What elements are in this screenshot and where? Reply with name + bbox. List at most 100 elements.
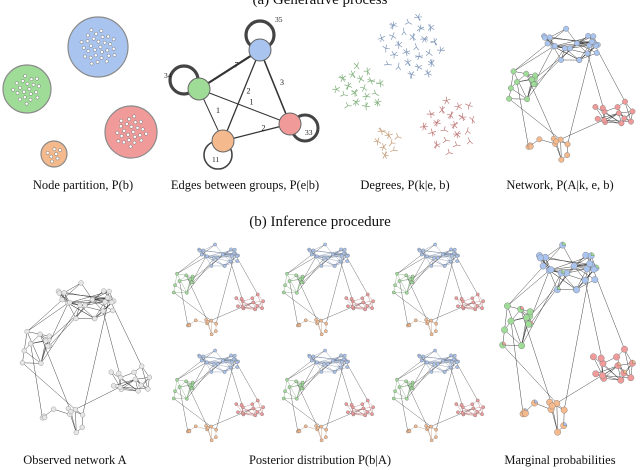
degree-stub [406, 18, 409, 23]
network-node [209, 318, 213, 323]
network-node [417, 248, 422, 253]
degree-stub [425, 50, 430, 54]
network-node [542, 34, 548, 41]
network-edge [406, 385, 411, 399]
network-node [429, 370, 434, 374]
network-edge [210, 426, 212, 441]
degree-stub [361, 105, 366, 107]
degree-stub [371, 80, 376, 83]
network-node [426, 319, 430, 324]
network-node [473, 413, 477, 418]
network-node [510, 68, 517, 75]
network-edge [324, 363, 335, 372]
degree-stub [365, 102, 369, 107]
degree-stub [340, 94, 345, 97]
network-node [454, 360, 459, 364]
network-edge [92, 299, 104, 312]
network-node [552, 43, 558, 49]
degree-stub [390, 54, 395, 56]
degree-stars-green [332, 62, 384, 111]
degree-stub [414, 43, 417, 48]
network-node [234, 402, 239, 406]
degree-stub [374, 138, 378, 142]
degree-stub [446, 98, 451, 101]
network-node [350, 411, 355, 415]
network-node [591, 276, 599, 284]
network-node [539, 262, 547, 270]
degree-stub [457, 102, 459, 107]
network-node [240, 411, 245, 415]
partition-node [86, 49, 91, 53]
network-node [232, 353, 237, 358]
network-node [395, 377, 399, 382]
network-node [518, 342, 526, 350]
partition-node [135, 126, 140, 130]
network-node [452, 353, 457, 358]
caption-edges-between-groups: Edges between groups, P(e|b) [170, 178, 320, 192]
network-edge [346, 404, 353, 414]
degree-stub [440, 47, 445, 51]
network-node [449, 353, 453, 358]
network-edge [367, 294, 373, 309]
network-node [253, 413, 257, 418]
network-node [234, 296, 239, 300]
degree-stub [421, 36, 425, 40]
network-node [319, 318, 323, 323]
network-edge [394, 379, 398, 392]
network-node [470, 296, 475, 301]
network-edge [257, 400, 263, 415]
network-node [324, 329, 328, 333]
degree-stub [367, 68, 371, 72]
degree-stub [381, 37, 385, 42]
network-edge [22, 362, 76, 410]
degree-stub [454, 122, 459, 126]
network-node [315, 360, 319, 365]
partition-node [89, 43, 93, 48]
degree-stub [395, 66, 399, 70]
degree-stars-red [419, 96, 476, 156]
partition-node [106, 53, 111, 58]
network-edge [257, 294, 263, 309]
partition-node [27, 87, 32, 91]
degree-stub [403, 31, 407, 36]
degree-stub [409, 34, 414, 38]
degree-stub [439, 46, 442, 51]
degree-stub [352, 99, 357, 103]
network-node [307, 354, 312, 359]
network-node [409, 280, 414, 285]
network-node [360, 296, 365, 301]
degree-stub [429, 110, 432, 115]
network-edge [48, 290, 104, 341]
degree-stub [340, 78, 343, 82]
network-node [101, 288, 107, 294]
marginal-node-minor [561, 269, 565, 274]
network-node [391, 290, 396, 295]
network-edge [415, 320, 428, 324]
network-node [294, 379, 298, 384]
network-node [184, 273, 188, 278]
partition-node [20, 79, 25, 83]
network-node [370, 306, 374, 311]
degree-stub [342, 77, 345, 82]
network-node [201, 354, 205, 359]
network-node [138, 382, 144, 388]
network-node [212, 256, 216, 260]
network-node [294, 273, 298, 278]
network-edge [296, 381, 319, 428]
network-node [51, 406, 57, 412]
marginal-node-major [554, 286, 561, 294]
degree-stub [384, 155, 387, 159]
network-edge [286, 350, 326, 380]
partition-node [132, 140, 137, 145]
network-edge [324, 257, 335, 266]
network-edge [513, 46, 554, 72]
network-node [309, 358, 314, 363]
network-edge [549, 28, 567, 38]
network-edge [334, 366, 348, 373]
marginal-node-major [629, 359, 636, 367]
block-self-label-red: 33 [305, 128, 313, 137]
network-node [363, 413, 367, 418]
degree-stub [352, 101, 357, 105]
network-edge [556, 403, 558, 433]
partition-group-orange [40, 140, 68, 168]
